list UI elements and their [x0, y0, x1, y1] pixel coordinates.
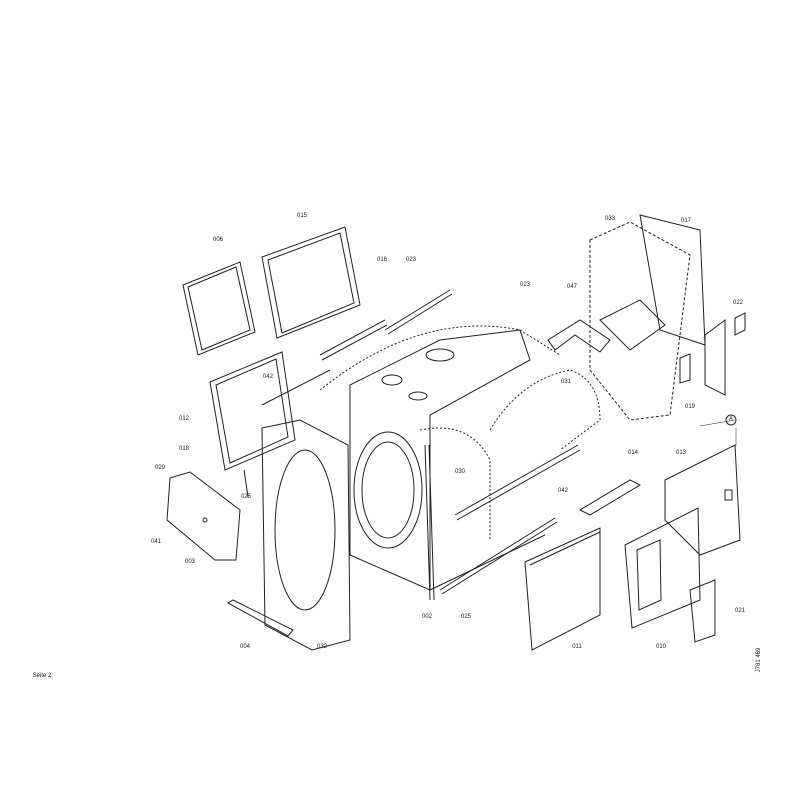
panel-014	[578, 479, 642, 516]
side-panel-032	[261, 419, 351, 651]
part-label: 042	[262, 374, 274, 380]
part-022-019	[679, 312, 746, 396]
part-label: 019	[684, 404, 696, 410]
part-label: 016	[376, 257, 388, 263]
part-label: 025	[460, 614, 472, 620]
part-label: 029	[154, 465, 166, 471]
part-label: 023	[519, 282, 531, 288]
part-label: 042	[557, 488, 569, 494]
frame-012	[209, 351, 296, 471]
plate-003	[166, 471, 241, 561]
part-label: 002	[421, 614, 433, 620]
part-label: 041	[150, 539, 162, 545]
panel-011	[524, 527, 601, 651]
part-label: 018	[178, 446, 190, 452]
panel-015	[261, 226, 361, 339]
part-label: 015	[296, 213, 308, 219]
panel-010	[624, 507, 701, 629]
reference-marker-a: A	[725, 414, 737, 426]
part-label: 033	[604, 216, 616, 222]
panel-017	[639, 214, 706, 346]
insulation-030-031	[319, 325, 601, 540]
part-label: 021	[734, 608, 746, 614]
part-label: 004	[239, 644, 251, 650]
part-label: 006	[212, 237, 224, 243]
drawing-number: J781 469	[756, 647, 762, 673]
part-label: 013	[675, 450, 687, 456]
insulation-033	[589, 221, 691, 421]
boiler-block	[349, 329, 546, 591]
part-label: 022	[732, 300, 744, 306]
part-label: 003	[184, 559, 196, 565]
part-label: 012	[178, 416, 190, 422]
part-label: 031	[560, 379, 572, 385]
part-label: 011	[572, 644, 582, 650]
part-label: 032	[316, 644, 328, 650]
part-label: 010	[655, 644, 667, 650]
rails-042-025-002	[243, 444, 581, 601]
part-label: 017	[680, 218, 692, 224]
strips-016-023	[261, 289, 453, 406]
part-label: 014	[627, 450, 639, 456]
panel-006	[182, 261, 256, 356]
part-label: 025	[240, 494, 252, 500]
bracket-047	[547, 319, 611, 353]
bracket-021	[689, 579, 716, 643]
part-label: 023	[405, 257, 417, 263]
part-label: 047	[566, 284, 578, 290]
page-label: Seite 2	[32, 673, 52, 679]
panel-013	[664, 444, 741, 556]
part-label: 030	[454, 469, 466, 475]
strip-004	[226, 599, 294, 637]
